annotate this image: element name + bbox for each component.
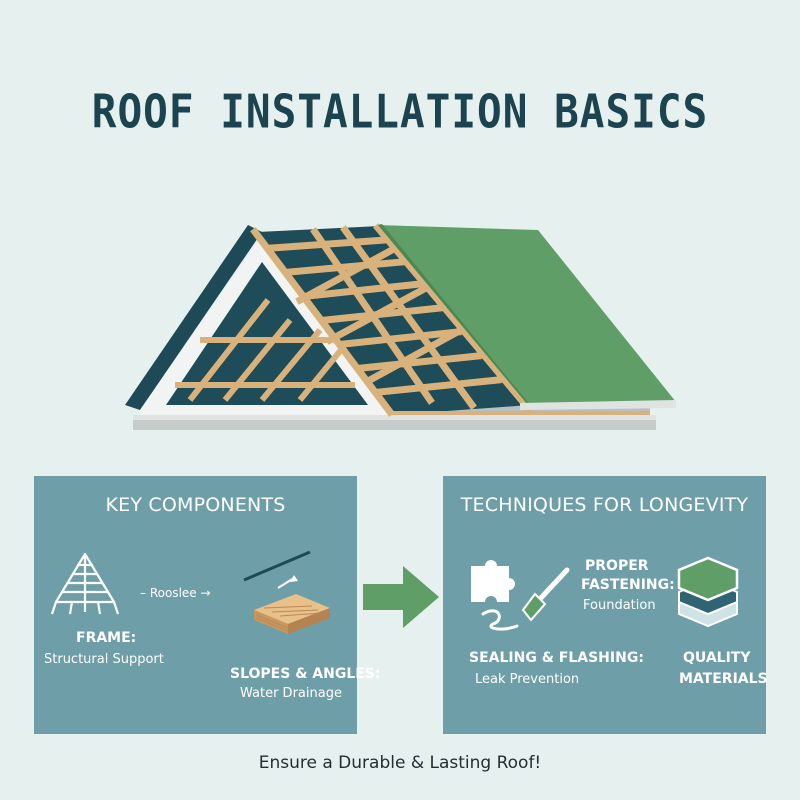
flow-label: – Rooslee →: [140, 586, 211, 600]
flow-arrow-icon: →: [196, 586, 211, 600]
flow-text: Rooslee: [149, 586, 197, 600]
fastening-description: Foundation: [583, 598, 656, 613]
techniques-heading: TECHNIQUES FOR LONGEVITY: [460, 494, 749, 516]
sealing-label: SEALING & FLASHING:: [469, 650, 644, 666]
slopes-description: Water Drainage: [240, 686, 342, 701]
quality-label-line2: MATERIALS: [679, 671, 768, 687]
key-components-heading: KEY COMPONENTS: [105, 494, 286, 516]
slopes-label: SLOPES & ANGLES:: [230, 666, 381, 682]
frame-description: Structural Support: [44, 652, 164, 667]
frame-label: FRAME:: [76, 630, 137, 646]
puzzle-icon: [471, 560, 515, 602]
lumber-icon: [243, 550, 330, 634]
flow-dash: –: [140, 586, 150, 600]
quality-label-line1: QUALITY: [683, 650, 751, 666]
fastening-label-line2: FASTENING:: [581, 577, 675, 593]
sealing-description: Leak Prevention: [475, 672, 580, 687]
fastening-label-line1: PROPER: [585, 558, 649, 574]
brush-icon: [481, 567, 570, 631]
footer-text: Ensure a Durable & Lasting Roof!: [258, 753, 542, 773]
key-components-panel: KEY COMPONENTS – Rooslee →: [34, 476, 380, 734]
roof-illustration: [125, 223, 676, 430]
techniques-panel: TECHNIQUES FOR LONGEVITY PROPER FASTENIN…: [443, 476, 768, 734]
big-arrow-icon: [363, 566, 439, 628]
frame-icon: [50, 552, 120, 615]
layers-icon: [677, 556, 739, 628]
page-title: ROOF INSTALLATION BASICS: [91, 85, 709, 139]
